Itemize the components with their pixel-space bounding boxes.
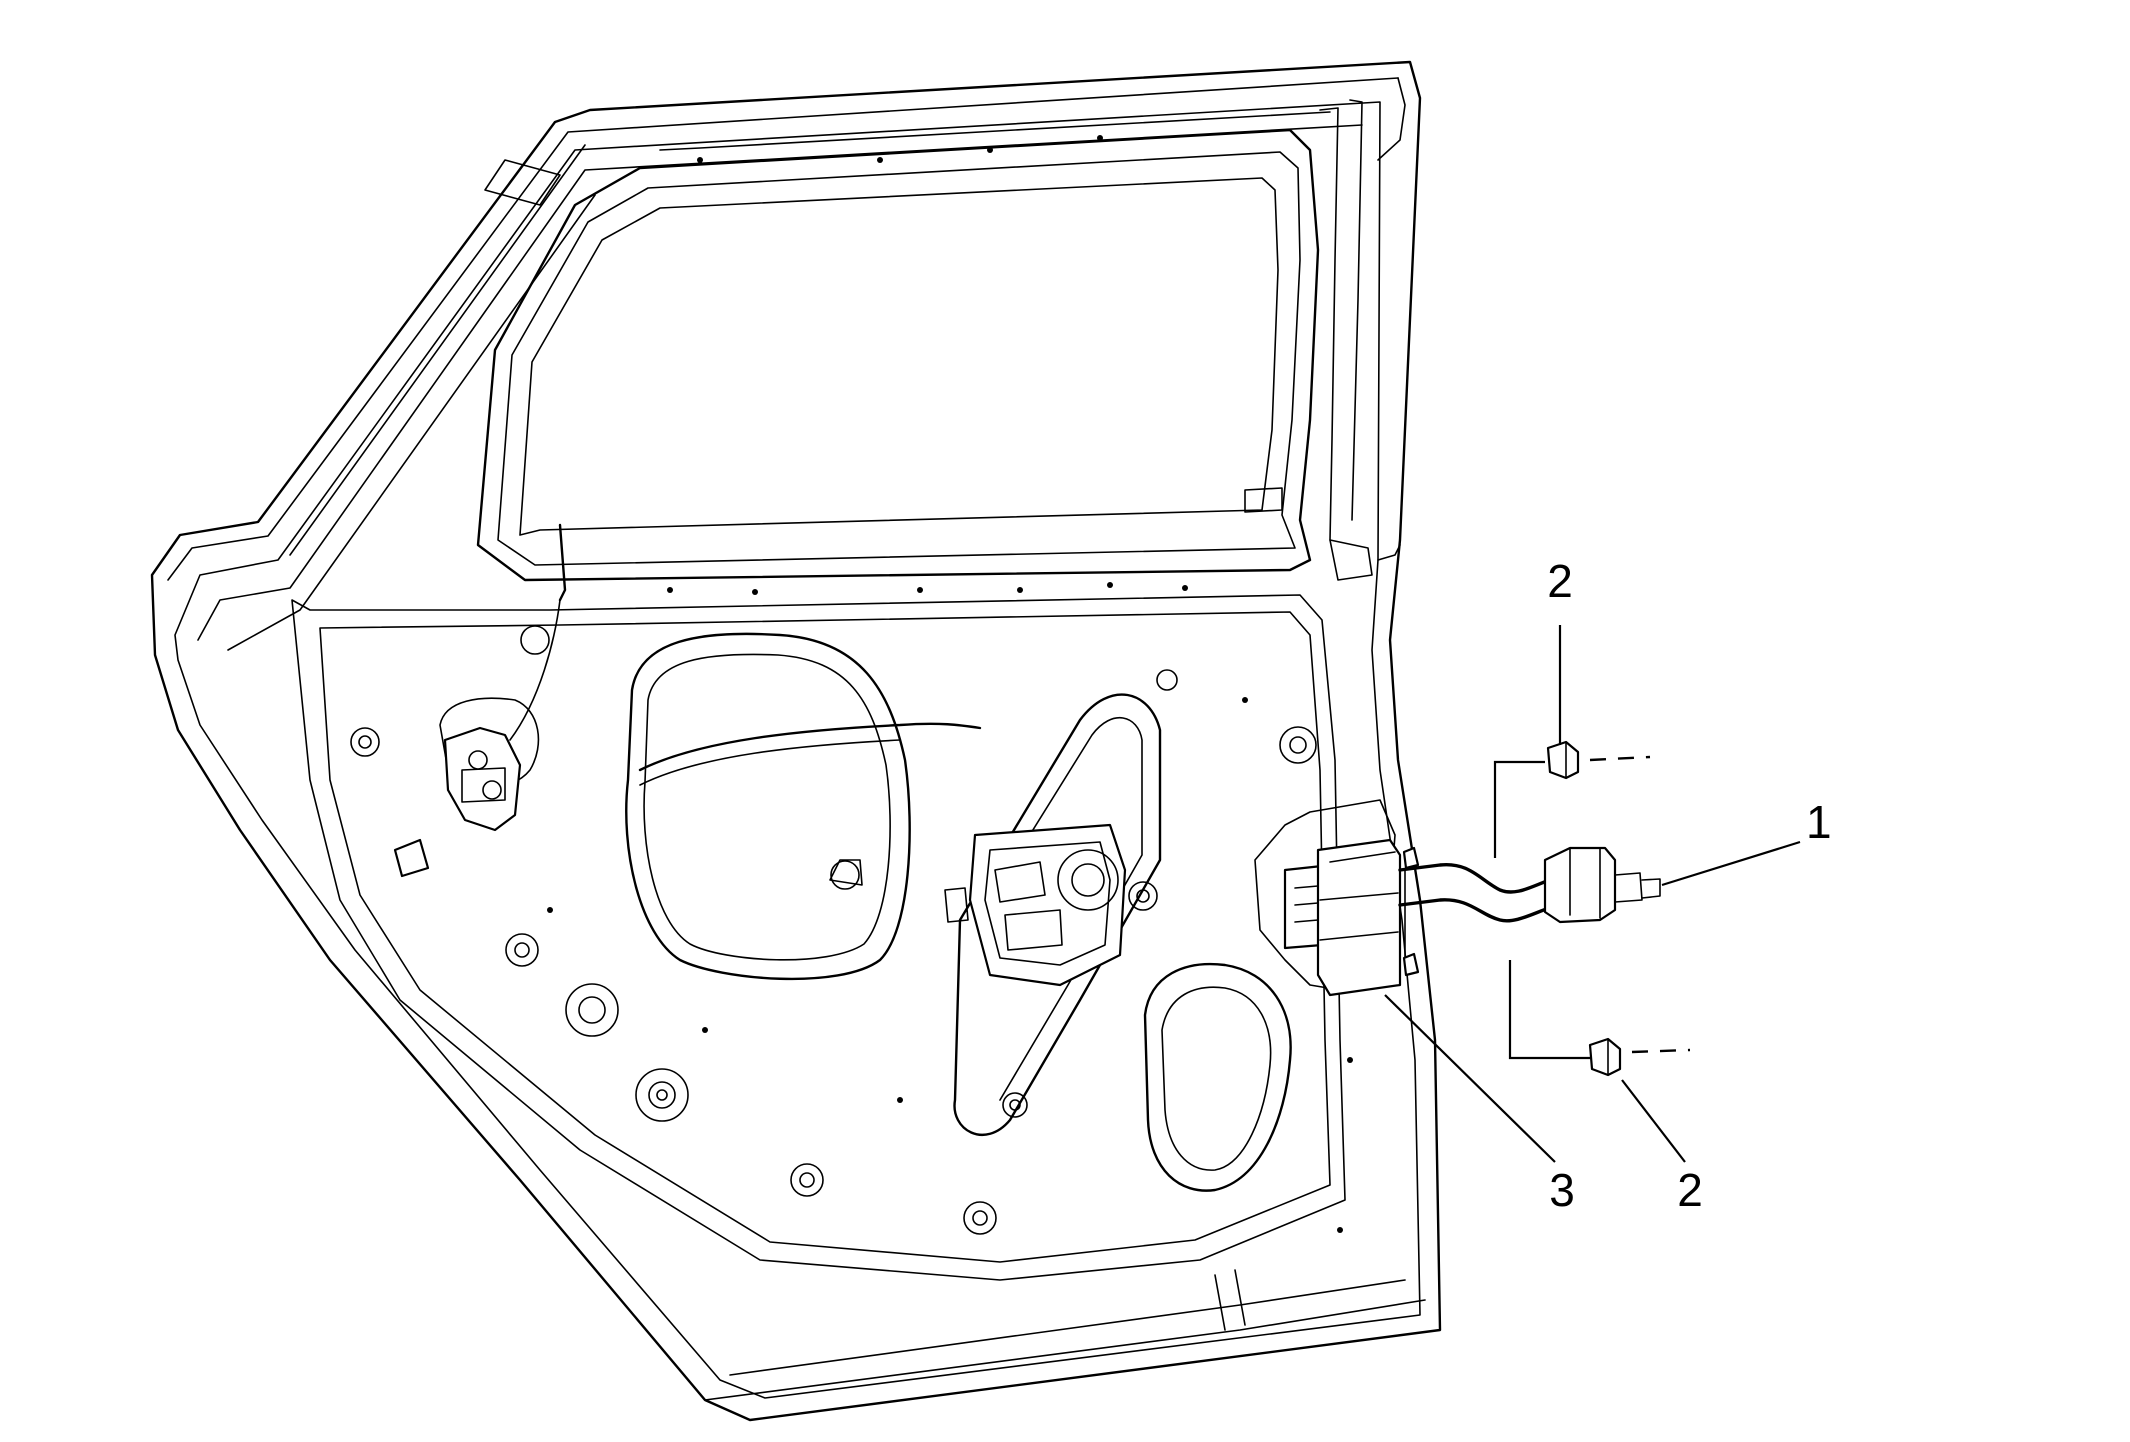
window-regulator-motor [944, 823, 1127, 987]
door-outer-panel [150, 60, 1442, 1422]
panel-holes [350, 135, 1353, 1235]
leader-lines [1384, 625, 1801, 1163]
nut-upper [1546, 740, 1651, 780]
callout-2-lower: 2 [1677, 1164, 1703, 1216]
nut-lower [1588, 1037, 1691, 1077]
inner-panel [291, 594, 1346, 1281]
leader-line-2-lower [1621, 1079, 1686, 1163]
leader-line-1 [1661, 840, 1801, 887]
door-latch [393, 726, 522, 878]
door-check-assembly [1254, 799, 1661, 997]
leader-line-3 [1384, 994, 1556, 1163]
lock-rod-cable [509, 523, 982, 786]
callout-3: 3 [1549, 1164, 1575, 1216]
leader-bracket-upper [1493, 760, 1545, 858]
callout-2-upper: 2 [1547, 555, 1573, 607]
callout-1: 1 [1806, 796, 1832, 848]
leader-bracket-lower [1508, 960, 1590, 1060]
window-frame [476, 99, 1373, 582]
